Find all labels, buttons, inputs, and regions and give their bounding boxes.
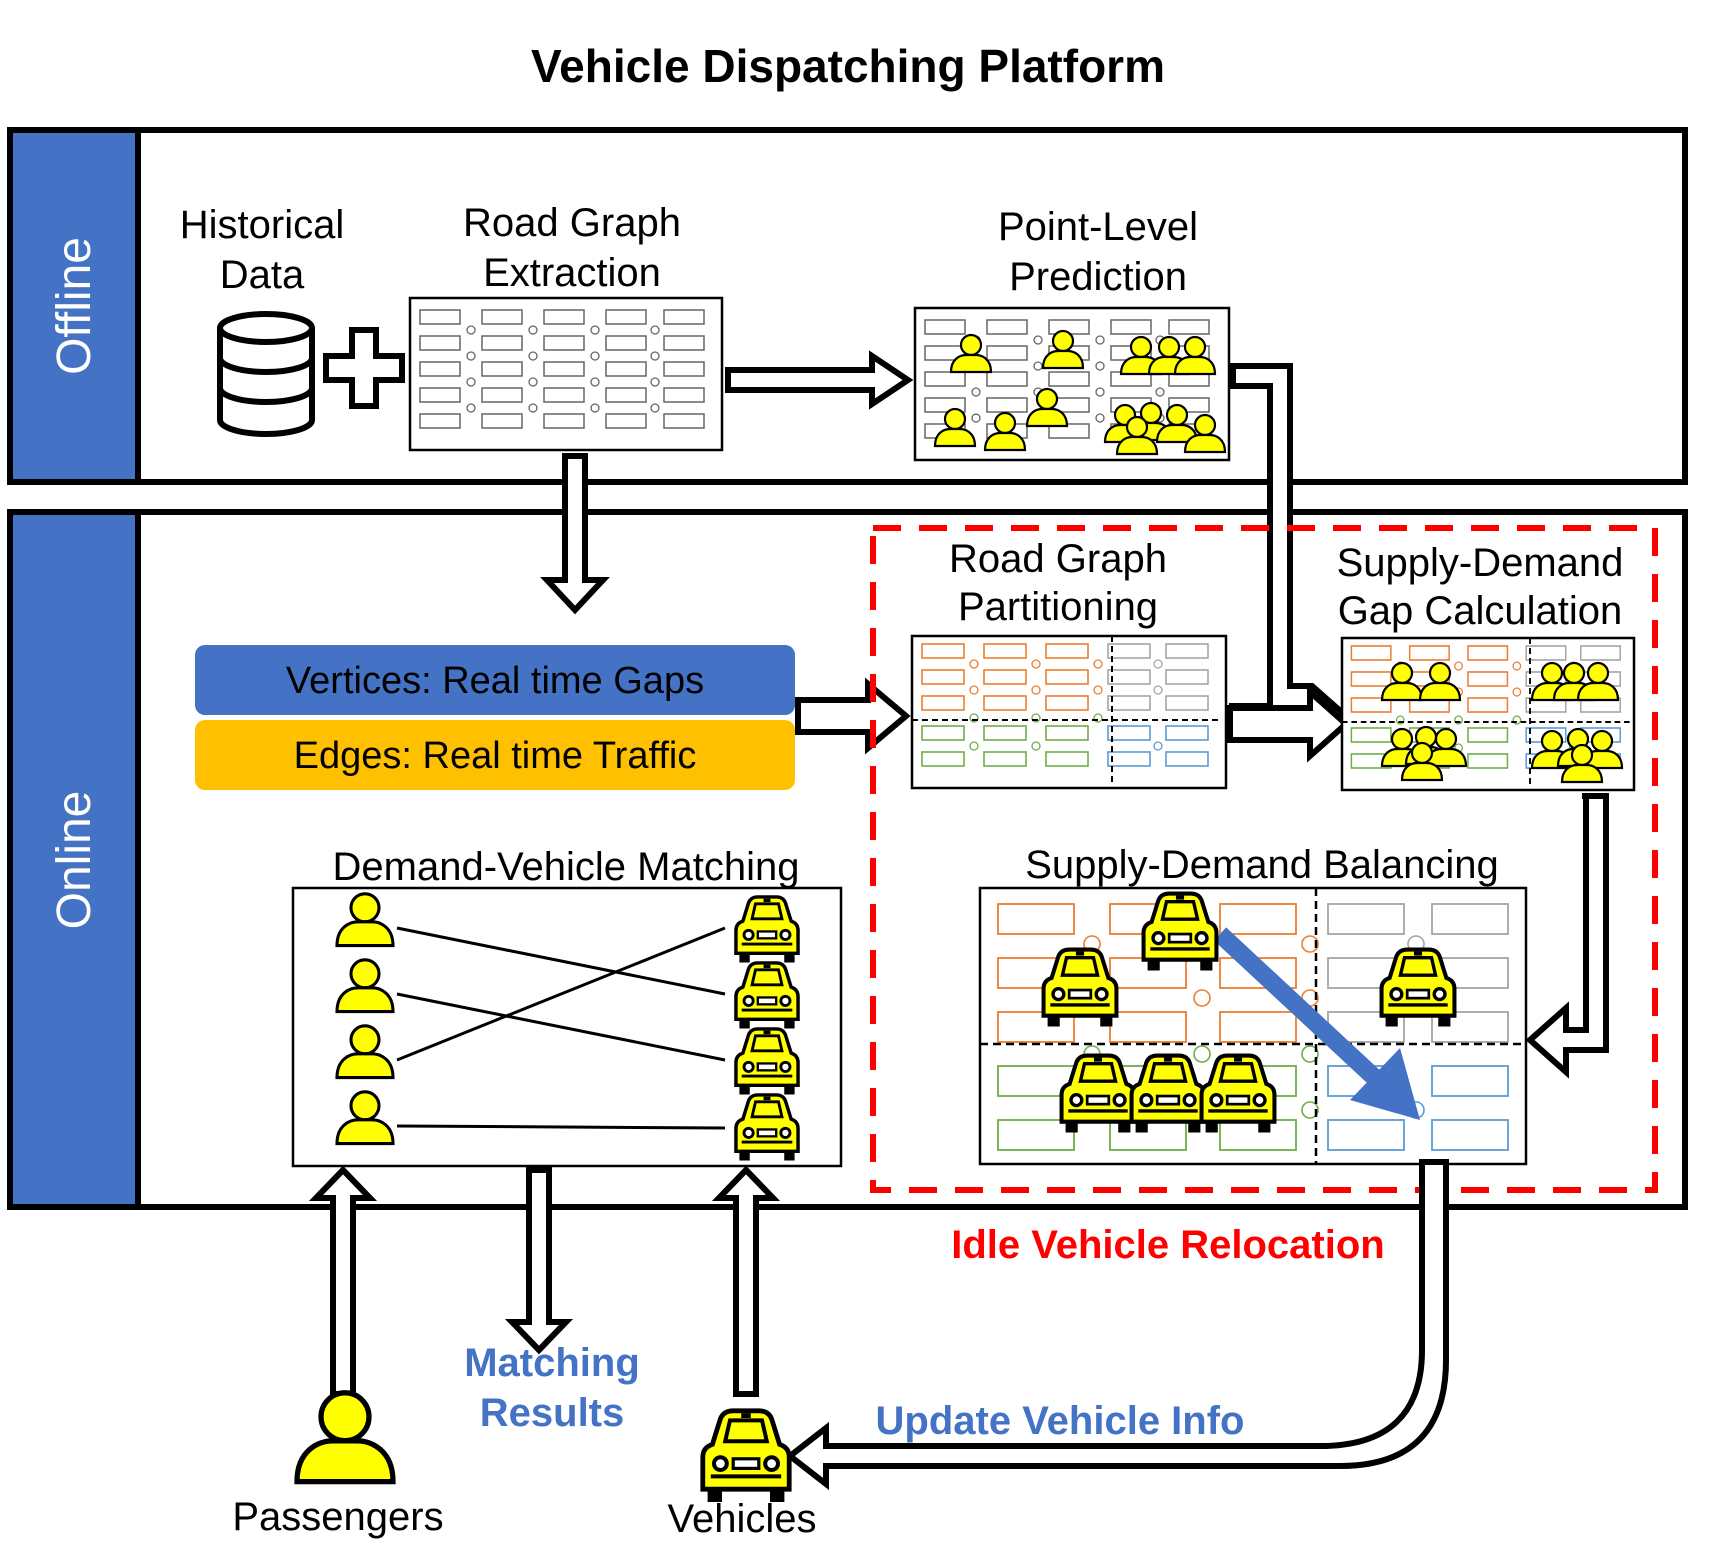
- demand-vehicle-matching-label: Demand-Vehicle Matching: [333, 845, 800, 889]
- vehicles-label: Vehicles: [668, 1497, 817, 1541]
- road-graph-partitioning-grid: [910, 634, 1228, 790]
- road-graph-partitioning-label-2: Partitioning: [958, 585, 1158, 629]
- supply-demand-balancing-label: Supply-Demand Balancing: [1025, 843, 1499, 887]
- point-level-prediction-label-2: Prediction: [1009, 255, 1187, 299]
- passengers-icon: [297, 1393, 393, 1482]
- online-band: [7, 509, 141, 1210]
- matching-results-label-2: Results: [480, 1391, 625, 1435]
- edges-bar-label: Edges: Real time Traffic: [294, 735, 697, 777]
- vertices-bar-label: Vertices: Real time Gaps: [286, 660, 704, 702]
- point-level-prediction-grid: [913, 306, 1231, 462]
- offline-label: Offline: [48, 237, 101, 375]
- road-graph-extraction-label-2: Extraction: [483, 251, 661, 295]
- road-graph-extraction-grid: [408, 296, 724, 452]
- offline-band: [7, 127, 141, 485]
- point-level-prediction-label-1: Point-Level: [998, 205, 1198, 249]
- demand-vehicle-matching-box: [291, 886, 843, 1168]
- page-title: Vehicle Dispatching Platform: [531, 40, 1165, 92]
- arrow-extraction-to-prediction: [725, 350, 914, 410]
- gap-calculation-label-2: Gap Calculation: [1338, 589, 1623, 633]
- supply-demand-balancing-map: [978, 886, 1528, 1166]
- matching-results-label-1: Matching: [464, 1341, 640, 1385]
- online-section: Online: [7, 509, 1688, 1210]
- passengers-label: Passengers: [232, 1495, 443, 1539]
- update-vehicle-info-label: Update Vehicle Info: [876, 1399, 1245, 1443]
- historical-data-label-1: Historical: [180, 203, 344, 247]
- arrow-gap-to-balancing: [1525, 793, 1609, 1079]
- gap-calculation-grid: [1340, 636, 1636, 792]
- idle-vehicle-relocation-label: Idle Vehicle Relocation: [951, 1223, 1384, 1267]
- idle-vehicle-relocation-region: [870, 525, 1658, 1193]
- arrow-matching-results: [504, 1167, 574, 1355]
- relocation-arrow: [1213, 927, 1420, 1120]
- arrow-realtime-to-partitioning: [795, 677, 911, 755]
- arrow-update-vehicle-info: [785, 1159, 1449, 1491]
- historical-data-label-2: Data: [220, 253, 305, 297]
- database-icon: [217, 311, 315, 437]
- plus-icon: [323, 327, 405, 409]
- matching-lines: [396, 926, 726, 1130]
- gap-calculation-label-1: Supply-Demand: [1337, 541, 1624, 585]
- road-graph-partitioning-label-1: Road Graph: [949, 537, 1167, 581]
- edges-bar: Edges: Real time Traffic: [195, 720, 795, 790]
- vertices-bar: Vertices: Real time Gaps: [195, 645, 795, 715]
- vehicles-icon: [703, 1411, 789, 1502]
- road-graph-extraction-label-1: Road Graph: [463, 201, 681, 245]
- arrow-partitioning-to-gap: [1227, 685, 1351, 763]
- arrow-extraction-to-realtime: [540, 453, 610, 615]
- arrow-passengers-to-matching: [308, 1165, 378, 1397]
- online-label: Online: [48, 791, 101, 930]
- arrow-vehicles-to-matching: [711, 1165, 781, 1397]
